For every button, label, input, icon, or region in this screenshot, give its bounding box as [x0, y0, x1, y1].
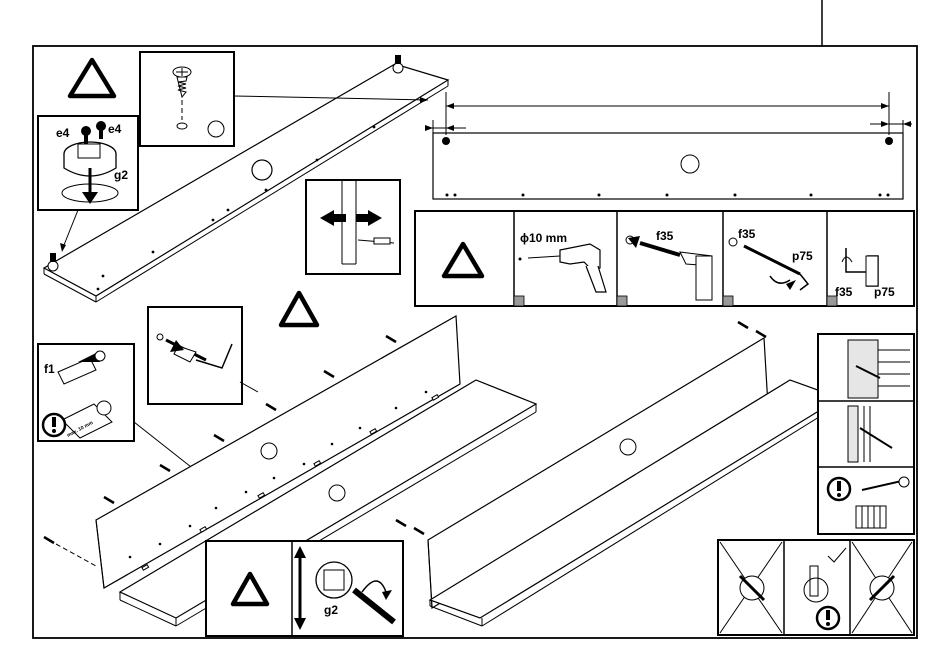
board-hole — [252, 160, 272, 180]
plug-label-f35: f35 — [656, 229, 674, 243]
screw-insertion-detail-box — [148, 307, 242, 404]
panel-hole — [261, 443, 277, 459]
warning-triangle-icon — [70, 60, 114, 96]
mounted-plug-label: f35 — [835, 285, 853, 299]
peg-detail-box: f1 max. 10 mm — [38, 344, 134, 441]
cam-lock-detail-box: g2 — [206, 541, 403, 636]
shelf-hole — [681, 155, 699, 173]
fitting-label-g2: g2 — [114, 168, 128, 182]
hook-screw-label-p75: p75 — [792, 249, 813, 263]
dont-do-panels — [718, 540, 914, 635]
attention-icon — [828, 478, 850, 500]
shelf-front-view — [433, 133, 903, 199]
hook-plug-label: f35 — [738, 227, 756, 241]
drill-size-label: ϕ10 mm — [520, 231, 567, 245]
attention-icon — [43, 414, 65, 436]
peg-label-f1: f1 — [44, 362, 55, 376]
warning-triangle-icon — [281, 293, 317, 325]
fitting-label-e4-right: e4 — [108, 122, 122, 136]
shelf-board-hole — [329, 485, 345, 501]
wall-type-details — [818, 334, 914, 534]
dimension-lines — [425, 92, 912, 135]
screw-detail-box — [140, 52, 234, 146]
panel-hole — [620, 439, 636, 455]
cam-label-g2: g2 — [324, 603, 338, 617]
mounted-hook-label: p75 — [874, 285, 895, 299]
fitting-label-e4-left: e4 — [56, 126, 70, 140]
cam-fitting-detail-box: e4 e4 g2 — [38, 116, 138, 210]
wall-plug-detail-box — [306, 180, 400, 274]
wall-mounting-strip: ϕ10 mm f35 f35 p75 f35 p75 — [415, 211, 914, 306]
